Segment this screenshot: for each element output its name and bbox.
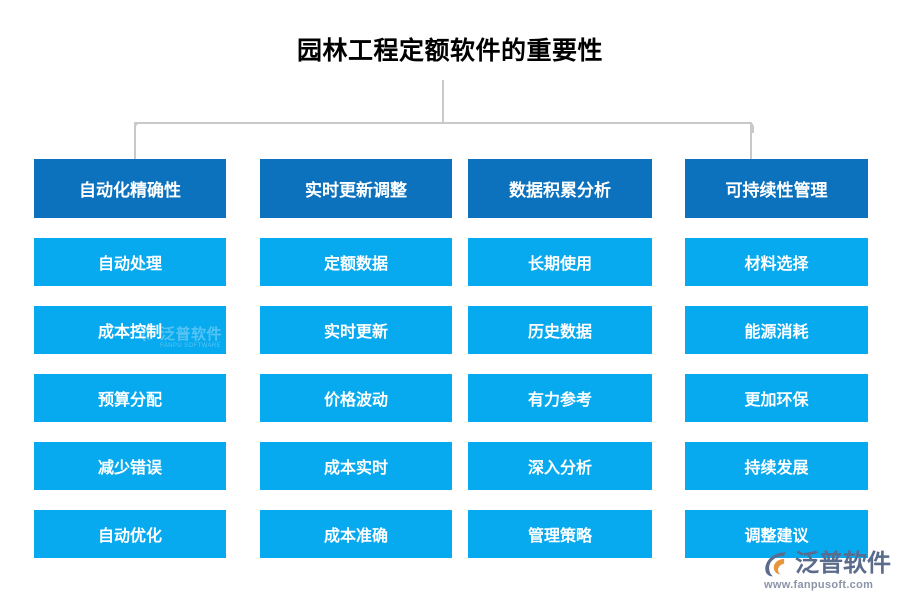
column-2: 实时更新调整 定额数据 实时更新 价格波动 成本实时 成本准确 xyxy=(260,159,452,558)
brand-row: 泛普软件 xyxy=(762,548,897,580)
column-4-item-4[interactable]: 持续发展 xyxy=(685,442,868,490)
column-4: 可持续性管理 材料选择 能源消耗 更加环保 持续发展 调整建议 xyxy=(685,159,868,558)
column-4-item-2[interactable]: 能源消耗 xyxy=(685,306,868,354)
column-3-item-3[interactable]: 有力参考 xyxy=(468,374,652,422)
connector-corner-left xyxy=(134,122,145,133)
column-2-item-2[interactable]: 实时更新 xyxy=(260,306,452,354)
column-3: 数据积累分析 长期使用 历史数据 有力参考 深入分析 管理策略 xyxy=(468,159,652,558)
column-1-item-4[interactable]: 减少错误 xyxy=(34,442,226,490)
column-header-1[interactable]: 自动化精确性 xyxy=(34,159,226,218)
column-header-4[interactable]: 可持续性管理 xyxy=(685,159,868,218)
column-2-item-4[interactable]: 成本实时 xyxy=(260,442,452,490)
column-3-item-1[interactable]: 长期使用 xyxy=(468,238,652,286)
column-2-item-5[interactable]: 成本准确 xyxy=(260,510,452,558)
column-3-item-4[interactable]: 深入分析 xyxy=(468,442,652,490)
column-2-item-3[interactable]: 价格波动 xyxy=(260,374,452,422)
column-1-item-2[interactable]: 成本控制 xyxy=(34,306,226,354)
column-1-item-5[interactable]: 自动优化 xyxy=(34,510,226,558)
connector-corner-right xyxy=(743,122,754,133)
column-4-item-5[interactable]: 调整建议 xyxy=(685,510,868,558)
connector-stem xyxy=(442,80,444,123)
brand-url: www.fanpusoft.com xyxy=(764,579,874,591)
connector-drop-right xyxy=(750,122,752,160)
column-1-item-1[interactable]: 自动处理 xyxy=(34,238,226,286)
fanpu-logo-icon xyxy=(762,549,792,579)
connector-drop-left xyxy=(134,122,136,160)
column-4-item-3[interactable]: 更加环保 xyxy=(685,374,868,422)
column-2-item-1[interactable]: 定额数据 xyxy=(260,238,452,286)
brand-logo: 泛普软件 www.fanpusoft.com xyxy=(762,548,897,596)
column-header-3[interactable]: 数据积累分析 xyxy=(468,159,652,218)
connector-horizontal-bar xyxy=(134,122,752,124)
column-1-item-3[interactable]: 预算分配 xyxy=(34,374,226,422)
column-4-item-1[interactable]: 材料选择 xyxy=(685,238,868,286)
column-3-item-5[interactable]: 管理策略 xyxy=(468,510,652,558)
column-header-2[interactable]: 实时更新调整 xyxy=(260,159,452,218)
column-3-item-2[interactable]: 历史数据 xyxy=(468,306,652,354)
page-title: 园林工程定额软件的重要性 xyxy=(296,37,603,65)
column-1: 自动化精确性 自动处理 成本控制 预算分配 减少错误 自动优化 xyxy=(34,159,226,558)
brand-name: 泛普软件 xyxy=(795,550,891,577)
